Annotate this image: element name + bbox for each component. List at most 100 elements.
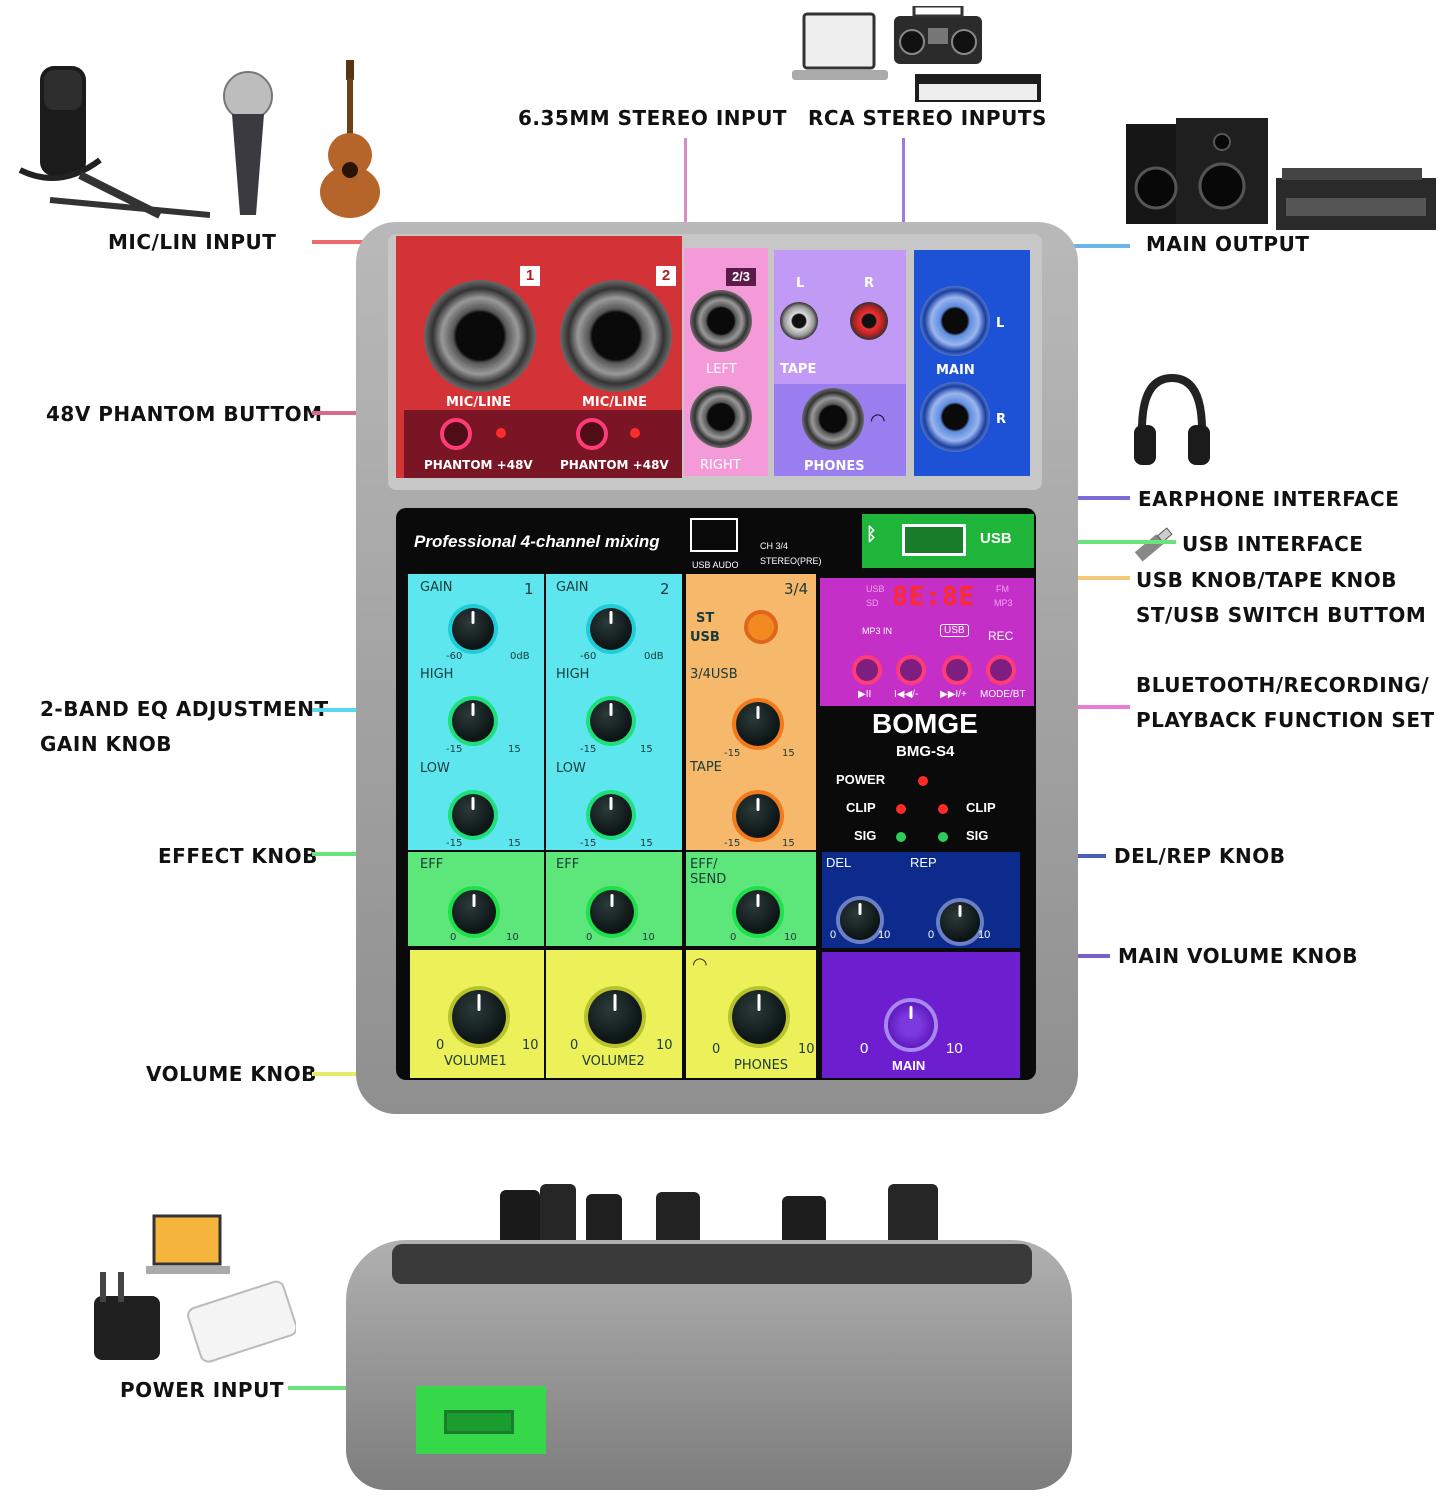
main-out-main-label: MAIN (936, 363, 975, 378)
sig-label-left: SIG (854, 828, 877, 843)
ch2-low-knob[interactable] (590, 794, 632, 836)
volume1-knob[interactable] (452, 990, 506, 1044)
xlr-combo-jack-2[interactable] (560, 280, 672, 392)
ch1-eff-label: EFF (420, 857, 444, 872)
ch1-eff-knob[interactable] (452, 890, 496, 934)
volume2-knob[interactable] (588, 990, 642, 1044)
ch2-low-min: -15 (580, 838, 597, 849)
speakers-icon (1126, 118, 1270, 228)
del-knob[interactable] (840, 900, 880, 940)
rca-l-label: L (796, 276, 805, 291)
callout-del-rep-knob: DEL/REP KNOB (1114, 844, 1286, 868)
phones-vol-zero: 0 (712, 1042, 721, 1057)
ch2-high-knob[interactable] (590, 700, 632, 742)
main-volume-knob[interactable] (888, 1002, 934, 1048)
ch1-gain-max: 0dB (510, 651, 530, 662)
rca-jack-l[interactable] (780, 302, 818, 340)
jack-right[interactable] (690, 386, 752, 448)
volume1-label: VOLUME1 (444, 1054, 507, 1069)
ch23-badge: 2/3 (726, 268, 756, 286)
main-vol-label: MAIN (892, 1058, 926, 1073)
phantom-label-2: PHANTOM +48V (560, 458, 669, 472)
rep-label: REP (910, 855, 937, 870)
main-out-l-label: L (996, 316, 1005, 331)
prev-button[interactable] (896, 655, 926, 685)
ch1-low-max: 15 (508, 838, 521, 849)
play-pause-button[interactable] (852, 655, 882, 685)
rep-knob[interactable] (940, 902, 980, 942)
st-usb-switch-button[interactable] (744, 610, 778, 644)
small-laptop-icon (146, 1214, 230, 1276)
eff-send-zero: 0 (730, 932, 737, 943)
callout-phantom: 48V PHANTOM BUTTOM (46, 402, 323, 426)
usb-tag: USB (940, 624, 969, 637)
next-label: ▶▶I/+ (940, 689, 967, 700)
clip-led-left (896, 804, 906, 814)
ch1-low-min: -15 (446, 838, 463, 849)
phones-volume-knob[interactable] (732, 990, 786, 1044)
callout-bt-rec-1: BLUETOOTH/RECORDING/ (1136, 673, 1430, 697)
rep-zero: 0 (928, 929, 935, 941)
ch2-low-max: 15 (640, 838, 653, 849)
volume2-zero: 0 (570, 1038, 579, 1053)
mode-bt-button[interactable] (986, 655, 1016, 685)
keyboard-icon (915, 74, 1041, 102)
phones-headphone-icon: ◠ (870, 410, 886, 430)
callout-eq-1: 2-BAND EQ ADJUSTMENT (40, 697, 329, 721)
del-label: DEL (826, 855, 852, 870)
sig-led-left (896, 832, 906, 842)
volume2-label: VOLUME2 (582, 1054, 645, 1069)
power-input-port[interactable] (444, 1410, 514, 1434)
tape-knob-label: TAPE (690, 760, 722, 775)
ch1-high-min: -15 (446, 744, 463, 755)
callout-rca-inputs: RCA STEREO INPUTS (808, 106, 1047, 130)
ch2-low-label: LOW (556, 761, 586, 776)
ch2-gain-knob[interactable] (590, 608, 632, 650)
callout-usb-interface: USB INTERFACE (1182, 532, 1364, 556)
condenser-mic-icon (10, 60, 211, 220)
ch2-high-max: 15 (640, 744, 653, 755)
phones-jack[interactable] (802, 388, 864, 450)
clip-label-left: CLIP (846, 800, 876, 815)
ch1-gain-knob[interactable] (452, 608, 494, 650)
mic-line-label-1: MIC/LINE (446, 395, 511, 410)
usb-audio-computer-icon (690, 518, 738, 552)
ch1-number-badge: 1 (520, 266, 540, 286)
del-ten: 10 (878, 929, 891, 941)
rca-jack-r[interactable] (850, 302, 888, 340)
main-out-jack-l[interactable] (920, 286, 990, 356)
tape-knob[interactable] (736, 794, 780, 838)
ch1-low-knob[interactable] (452, 794, 494, 836)
callout-effect-knob: EFFECT KNOB (158, 844, 318, 868)
phantom-button-1[interactable] (440, 418, 472, 450)
usb34-label: 3/4USB (690, 667, 738, 682)
callout-mic-lin-input: MIC/LIN INPUT (108, 230, 277, 254)
jack-left[interactable] (690, 290, 752, 352)
callout-power-input: POWER INPUT (120, 1378, 284, 1402)
rep-ten: 10 (978, 929, 991, 941)
ch2-high-min: -15 (580, 744, 597, 755)
usb-level-knob[interactable] (736, 702, 780, 746)
main-out-jack-r[interactable] (920, 382, 990, 452)
callout-line-phantom (312, 411, 396, 415)
clip-led-right (938, 804, 948, 814)
usb-level-min: -15 (724, 748, 741, 759)
eff-send-knob[interactable] (736, 890, 780, 934)
main-out-r-label: R (996, 412, 1007, 427)
next-button[interactable] (942, 655, 972, 685)
phones-label: PHONES (804, 459, 865, 474)
xlr-combo-jack-1[interactable] (424, 280, 536, 392)
usb-port[interactable] (902, 524, 966, 556)
ch1-high-knob[interactable] (452, 700, 494, 742)
callout-line-635 (684, 138, 687, 246)
mp3in-label: MP3 IN (862, 626, 893, 636)
dynamic-mic-icon (222, 70, 274, 220)
phantom-button-2[interactable] (576, 418, 608, 450)
ch2-gain-max: 0dB (644, 651, 664, 662)
phones-vol-headphone-icon: ◠ (692, 954, 708, 974)
tape-min: -15 (724, 838, 741, 849)
ch2-eff-knob[interactable] (590, 890, 634, 934)
del-zero: 0 (830, 929, 837, 941)
play-pause-label: ▶II (858, 689, 872, 700)
callout-volume-knob: VOLUME KNOB (146, 1062, 317, 1086)
